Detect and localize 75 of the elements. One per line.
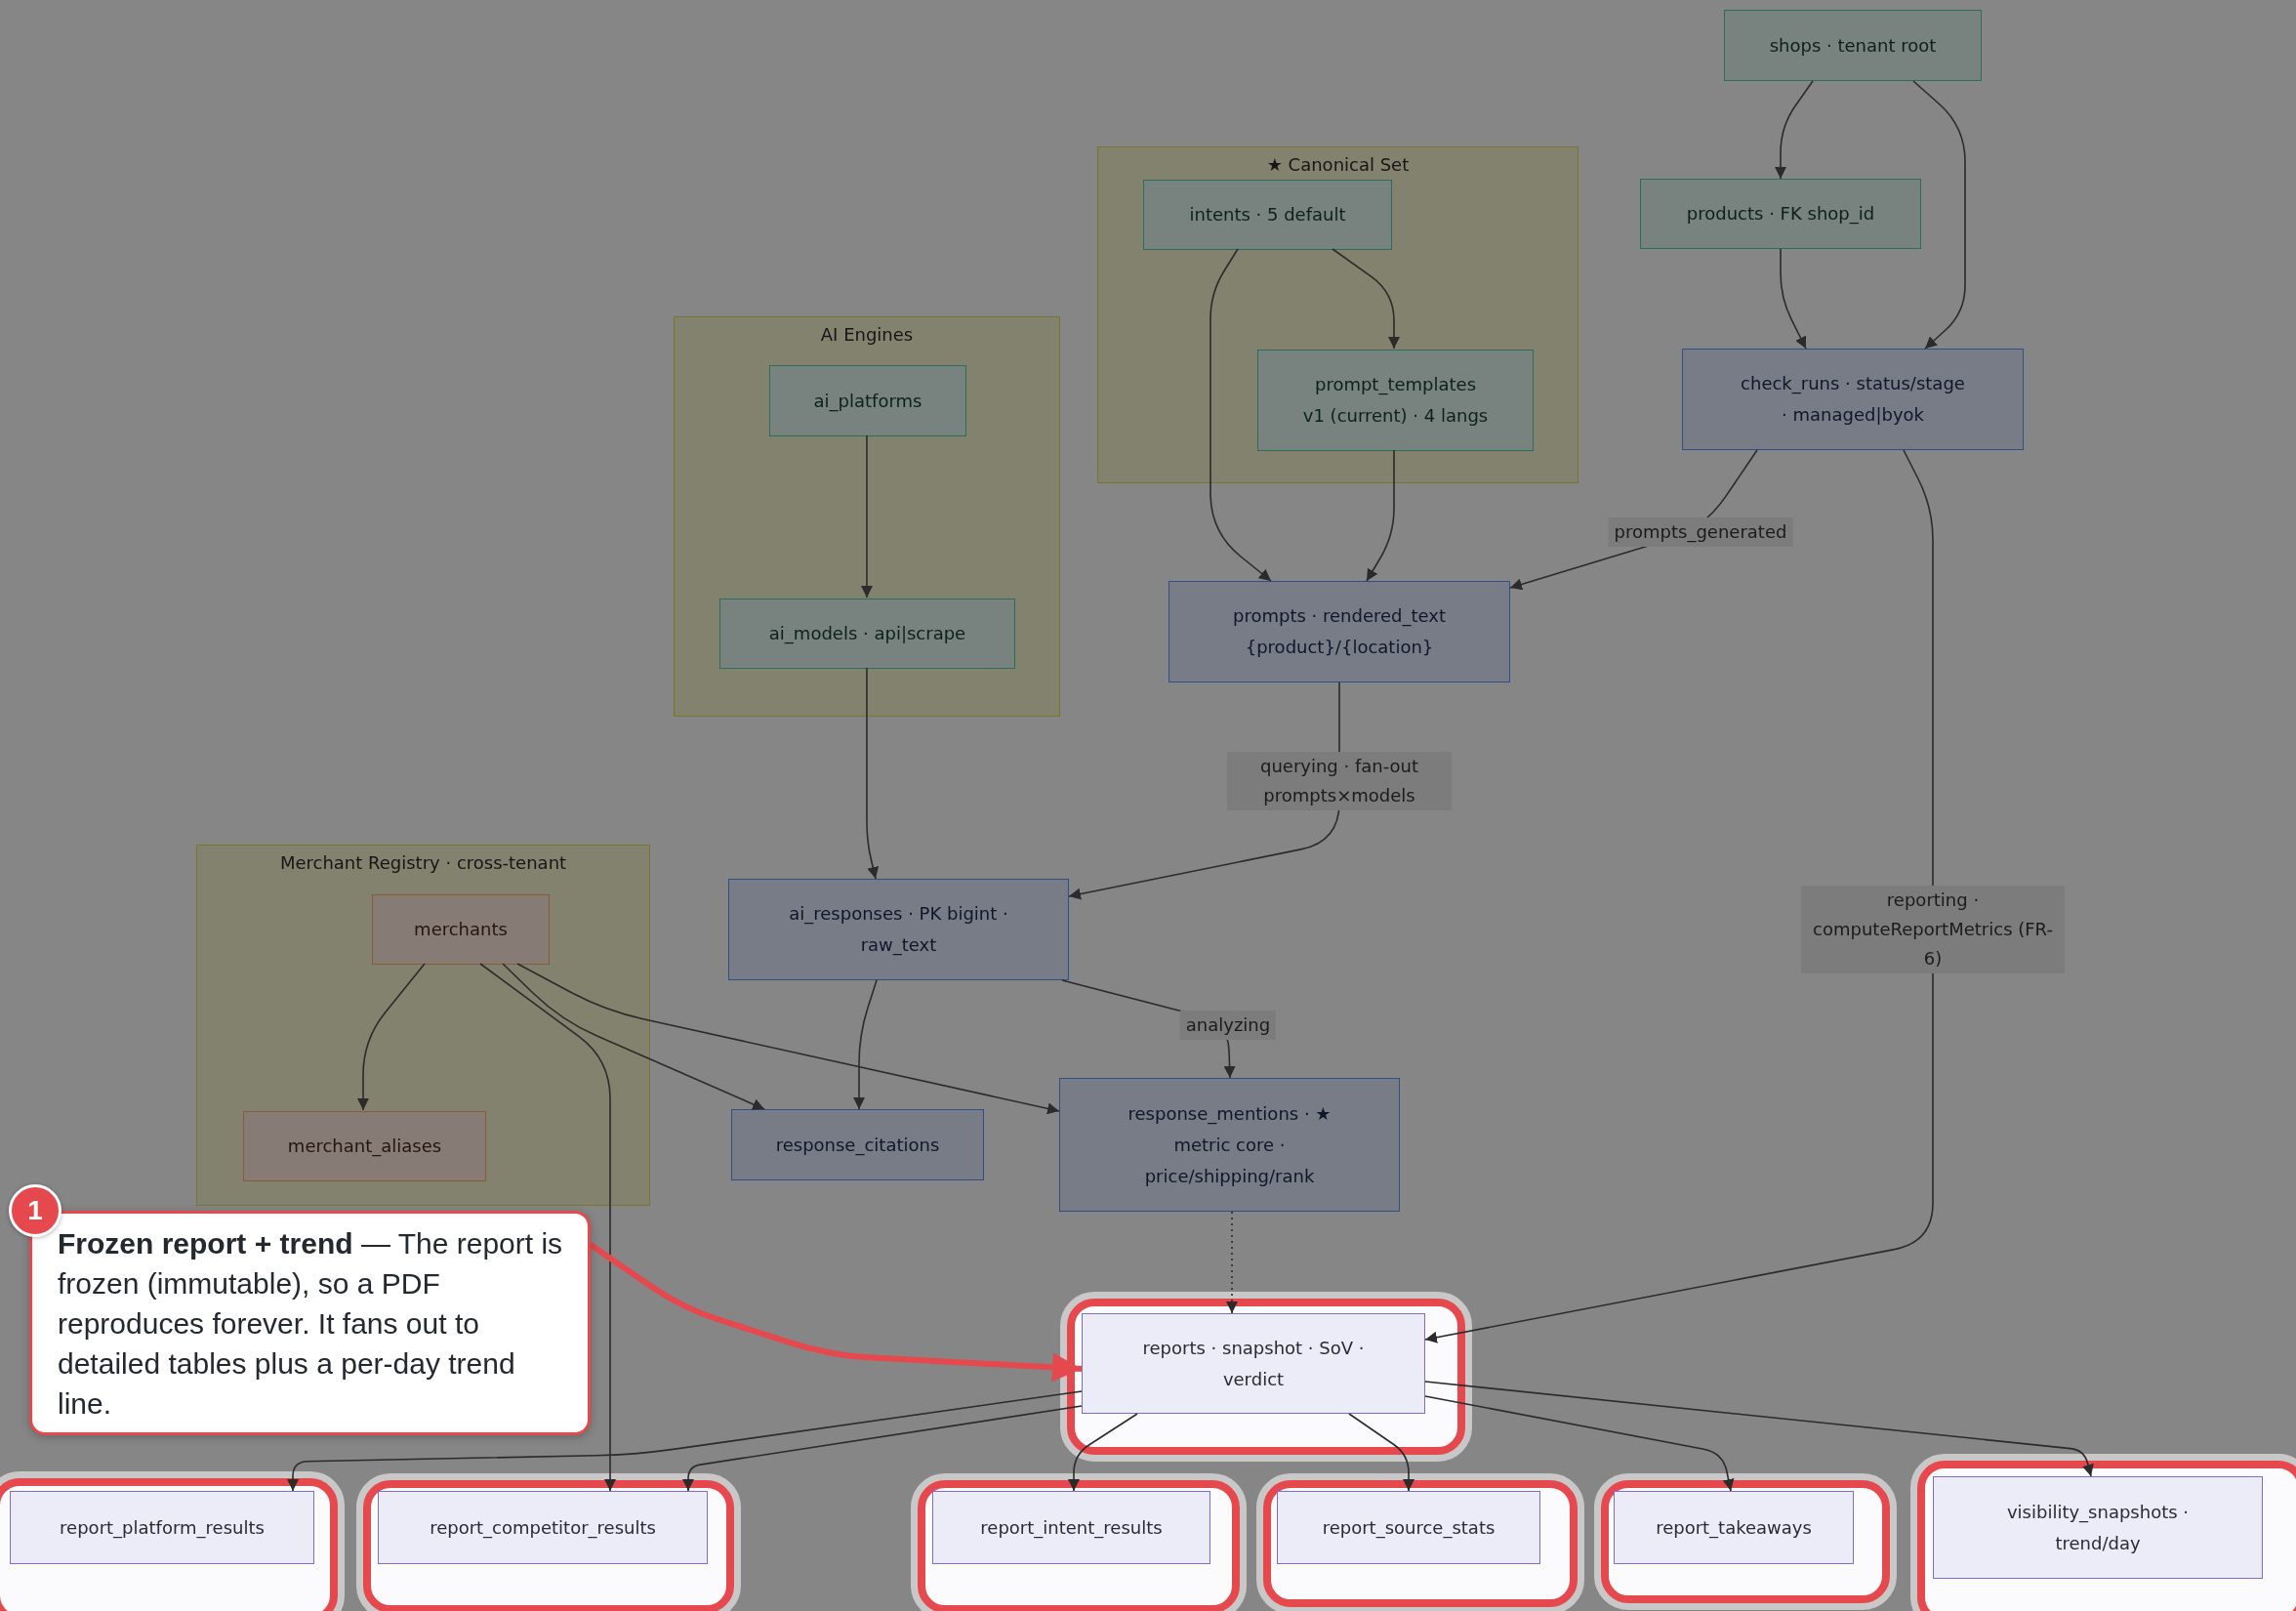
edge-label: querying · fan-out prompts×models bbox=[1227, 752, 1452, 810]
arrow bbox=[1912, 80, 1966, 350]
table-name: check_runs · status/stage · managed|byok bbox=[1740, 372, 1966, 427]
table-name: prompts · rendered_text bbox=[1233, 604, 1446, 629]
arrow bbox=[1424, 1395, 1735, 1492]
table-name: visibility_snapshots · trend/day bbox=[2005, 1500, 2191, 1555]
arrow bbox=[1424, 1381, 2094, 1477]
edge-label: prompts_generated bbox=[1608, 517, 1793, 547]
group-panel bbox=[1097, 146, 1578, 483]
arrow bbox=[287, 1390, 1083, 1492]
arrow bbox=[1775, 80, 1814, 180]
table-box bbox=[1682, 349, 2024, 450]
arrow bbox=[1068, 682, 1340, 900]
arrow bbox=[866, 667, 880, 880]
table-box bbox=[372, 894, 550, 965]
table-name: ai_responses · PK bigint · raw_text bbox=[788, 902, 1009, 958]
arrow bbox=[1424, 449, 1934, 1343]
table-box bbox=[728, 879, 1069, 980]
arrow bbox=[479, 963, 616, 1492]
group-title: ★ Canonical Set bbox=[1266, 153, 1410, 177]
table-name: shops · tenant root bbox=[1769, 33, 1937, 58]
arrow bbox=[1061, 979, 1236, 1079]
table-box bbox=[731, 1109, 984, 1180]
table-box bbox=[1640, 179, 1921, 249]
table-box bbox=[1168, 581, 1510, 682]
table-box bbox=[1277, 1491, 1540, 1564]
arrow bbox=[1366, 449, 1395, 582]
table-box bbox=[1059, 1078, 1400, 1212]
thick-arrow bbox=[589, 1242, 1083, 1383]
table-box bbox=[1082, 1313, 1425, 1414]
table-name: response_mentions · ★ metric core · price/shipping/rank bbox=[1127, 1101, 1332, 1188]
group-panel bbox=[196, 845, 650, 1206]
table-box bbox=[1724, 10, 1982, 81]
arrow bbox=[682, 1405, 1083, 1492]
group-title: Merchant Registry · cross-tenant bbox=[279, 851, 567, 875]
arrow bbox=[861, 434, 873, 599]
arrow bbox=[1780, 248, 1807, 350]
table-box bbox=[719, 599, 1015, 669]
table-name: reports · snapshot · SoV · verdict bbox=[1141, 1336, 1366, 1391]
table-name: merchants bbox=[414, 918, 508, 941]
table-note: v1 (current) · 4 langs bbox=[1302, 404, 1489, 428]
table-name: merchant_aliases bbox=[287, 1135, 442, 1159]
arrow bbox=[357, 963, 426, 1111]
arrow bbox=[1332, 248, 1400, 350]
table-name: report_takeaways bbox=[1656, 1515, 1812, 1541]
arrow bbox=[502, 963, 765, 1110]
table-name: ai_platforms bbox=[813, 389, 922, 414]
table-box bbox=[243, 1111, 486, 1181]
arrow bbox=[1509, 449, 1758, 591]
dotted-arrow bbox=[1226, 1211, 1238, 1314]
table-box bbox=[932, 1491, 1210, 1564]
arrow bbox=[1210, 248, 1272, 582]
table-name: report_intent_results bbox=[980, 1515, 1163, 1541]
table-name: products · FK shop_id bbox=[1686, 202, 1875, 227]
table-box bbox=[378, 1491, 708, 1564]
arrow bbox=[853, 979, 878, 1110]
table-name: prompt_templates bbox=[1314, 373, 1477, 397]
table-box bbox=[10, 1491, 314, 1564]
edge-label: reporting · computeReportMetrics (FR-6) bbox=[1801, 886, 2065, 973]
table-note: {product}/{location} bbox=[1245, 636, 1434, 659]
group-title: AI Engines bbox=[820, 323, 914, 347]
table-name: intents · 5 default bbox=[1189, 203, 1346, 227]
arrow bbox=[516, 963, 1060, 1115]
table-name: report_platform_results bbox=[60, 1515, 265, 1541]
table-box bbox=[1614, 1491, 1854, 1564]
table-box bbox=[1933, 1476, 2263, 1579]
table-name: report_competitor_results bbox=[430, 1515, 656, 1541]
table-box bbox=[1143, 180, 1392, 250]
table-name: response_citations bbox=[775, 1133, 940, 1158]
table-name: ai_models · api|scrape bbox=[768, 622, 966, 646]
table-box bbox=[769, 365, 966, 436]
table-name: report_source_stats bbox=[1322, 1515, 1496, 1541]
group-panel bbox=[674, 316, 1060, 717]
edge-label: analyzing bbox=[1179, 1011, 1277, 1040]
table-box bbox=[1257, 350, 1534, 451]
